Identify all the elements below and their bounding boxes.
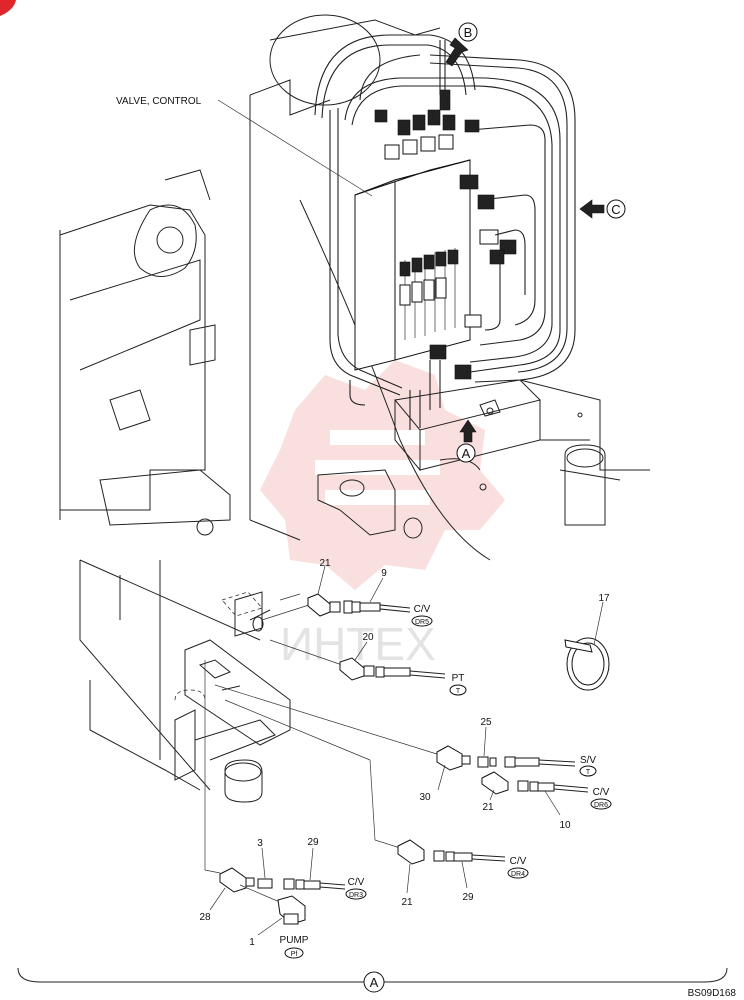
machine-frame-upper — [59, 14, 650, 561]
control-valve-assembly — [217, 34, 576, 430]
fitting-row-cv-dr4 — [397, 839, 506, 894]
svg-text:S/V: S/V — [580, 755, 596, 766]
svg-text:Pf: Pf — [291, 951, 298, 958]
svg-text:DR6: DR6 — [594, 802, 608, 809]
callout-28: 28 — [199, 912, 211, 923]
watermark-gear — [260, 360, 505, 590]
fitting-row-cv-dr6 — [481, 771, 589, 816]
svg-text:DR3: DR3 — [349, 892, 363, 899]
callout-21b: 21 — [482, 802, 494, 813]
svg-text:C/V: C/V — [414, 604, 431, 615]
callout-29b: 29 — [462, 892, 474, 903]
port-label-cv-dr5: C/V DR5 — [411, 604, 433, 627]
callout-10: 10 — [559, 820, 571, 831]
svg-text:T: T — [456, 688, 461, 695]
view-arrow-b: B — [445, 22, 478, 67]
view-a-brace: A — [17, 967, 728, 993]
fitting-elbow-pump — [257, 895, 306, 936]
svg-text:DR4: DR4 — [511, 871, 525, 878]
callout-17: 17 — [598, 593, 610, 604]
svg-text:A: A — [462, 446, 471, 461]
port-label-cv-dr3: C/V DR3 — [345, 877, 367, 900]
callout-30: 30 — [419, 792, 431, 803]
svg-text:C/V: C/V — [593, 787, 610, 798]
valve-control-label: VALVE, CONTROL — [116, 96, 202, 107]
port-label-cv-dr4: C/V DR4 — [507, 856, 529, 879]
callout-1: 1 — [249, 937, 255, 948]
svg-text:T: T — [586, 769, 591, 776]
hose-clamp-17 — [564, 601, 610, 691]
svg-text:B: B — [464, 25, 473, 40]
svg-text:C/V: C/V — [348, 877, 365, 888]
watermark-text: ИНТЕХ — [280, 618, 436, 670]
drawing-code: BS09D168 — [688, 988, 737, 999]
view-arrow-a-top: A — [456, 419, 477, 463]
svg-text:A: A — [370, 975, 379, 990]
port-label-cv-dr6: C/V DR6 — [590, 787, 612, 810]
svg-text:C/V: C/V — [510, 856, 527, 867]
svg-text:C: C — [611, 202, 620, 217]
callout-21a: 21 — [319, 558, 331, 569]
port-label-pump: PUMP Pf — [280, 935, 309, 959]
machine-frame-lower — [79, 559, 441, 874]
callout-20: 20 — [362, 632, 374, 643]
callout-25: 25 — [480, 717, 492, 728]
port-label-pt: PT T — [449, 673, 467, 696]
callout-3: 3 — [257, 838, 263, 849]
svg-text:PT: PT — [452, 673, 465, 684]
fitting-row-sv — [436, 726, 576, 791]
callout-21c: 21 — [401, 897, 413, 908]
fitting-row-cv-dr5 — [307, 565, 411, 617]
svg-text:DR5: DR5 — [415, 619, 429, 626]
port-label-sv: S/V T — [579, 755, 597, 777]
callout-9: 9 — [381, 568, 387, 579]
svg-text:PUMP: PUMP — [280, 935, 309, 946]
view-arrow-c: C — [579, 199, 626, 219]
corner-mark — [0, 0, 16, 16]
fitting-row-cv-dr3 — [209, 847, 346, 911]
callout-29a: 29 — [307, 837, 319, 848]
part-callouts: 21 9 20 17 25 30 21 10 3 29 28 1 21 29 — [199, 558, 610, 948]
fitting-row-pt — [339, 641, 446, 681]
